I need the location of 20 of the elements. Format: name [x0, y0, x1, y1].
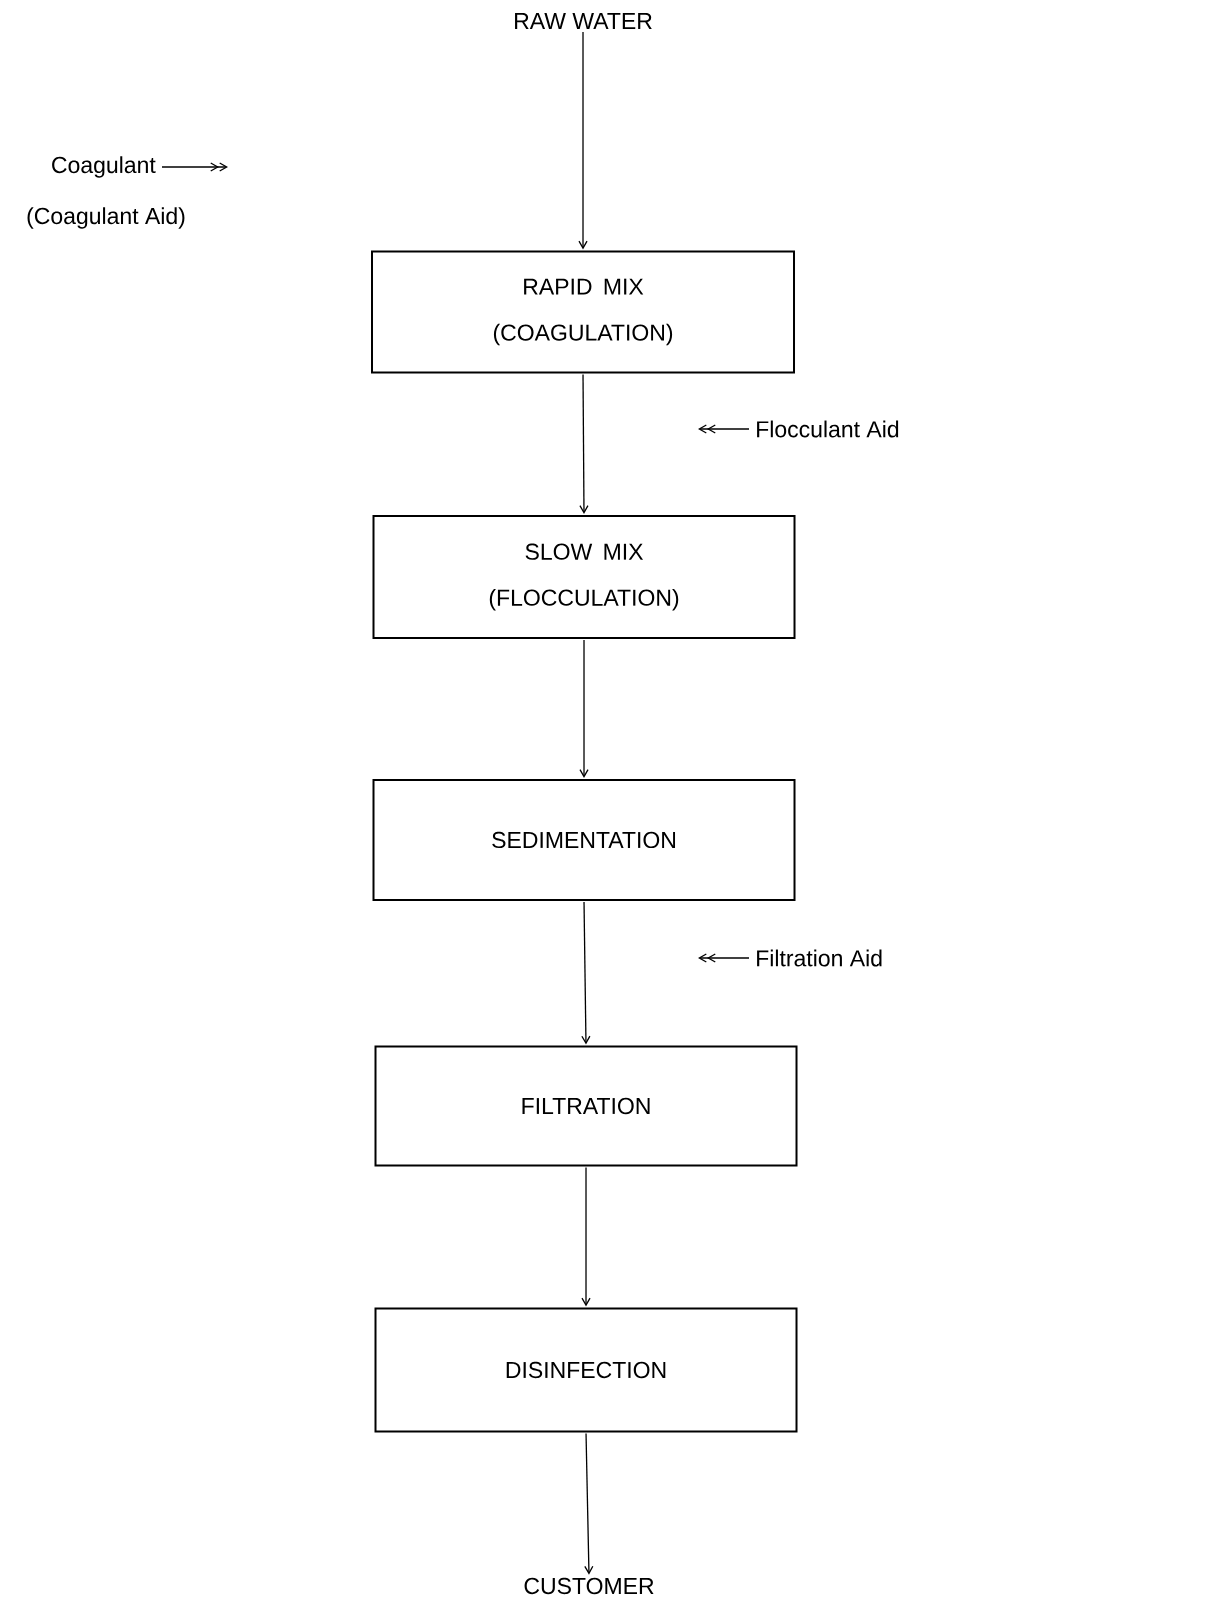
arrow	[584, 1432, 594, 1575]
process-box: FILTRATION	[374, 1045, 798, 1167]
arrow	[578, 31, 588, 250]
arrow	[579, 373, 589, 514]
process-box: SLOW MIX (FLOCCULATION)	[372, 515, 796, 639]
process-box: DISINFECTION	[374, 1307, 798, 1433]
process-box: RAPID MIX (COAGULATION)	[371, 250, 795, 374]
arrow	[581, 901, 591, 1045]
arrow	[581, 1166, 591, 1307]
flow-label: Flocculant Aid	[757, 420, 899, 438]
arrow	[698, 424, 750, 434]
arrow	[579, 639, 589, 778]
flow-label: CUSTOMER	[524, 1577, 654, 1595]
flow-label: Filtration Aid	[757, 949, 882, 967]
input-label: Coagulant	[52, 156, 156, 178]
process-box: SEDIMENTATION	[372, 779, 796, 901]
input-label: (Coagulant Aid)	[27, 207, 185, 229]
arrow	[161, 162, 228, 172]
flow-label: RAW WATER	[515, 13, 652, 29]
arrow	[698, 953, 750, 963]
